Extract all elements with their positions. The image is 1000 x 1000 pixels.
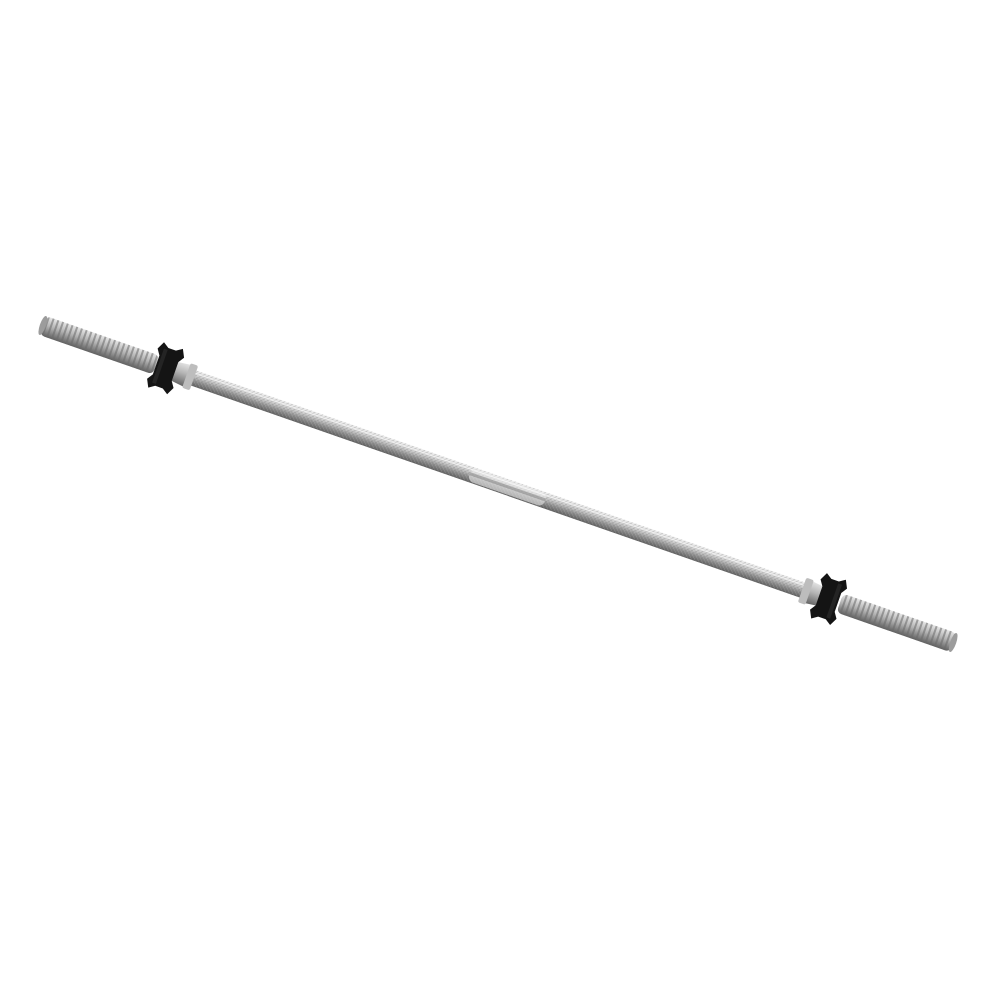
left-threaded-end bbox=[38, 315, 159, 374]
right-collar-nut bbox=[810, 573, 848, 626]
left-collar-nut bbox=[147, 342, 185, 395]
right-threaded-end bbox=[837, 594, 958, 653]
bar-shaft bbox=[166, 363, 831, 605]
